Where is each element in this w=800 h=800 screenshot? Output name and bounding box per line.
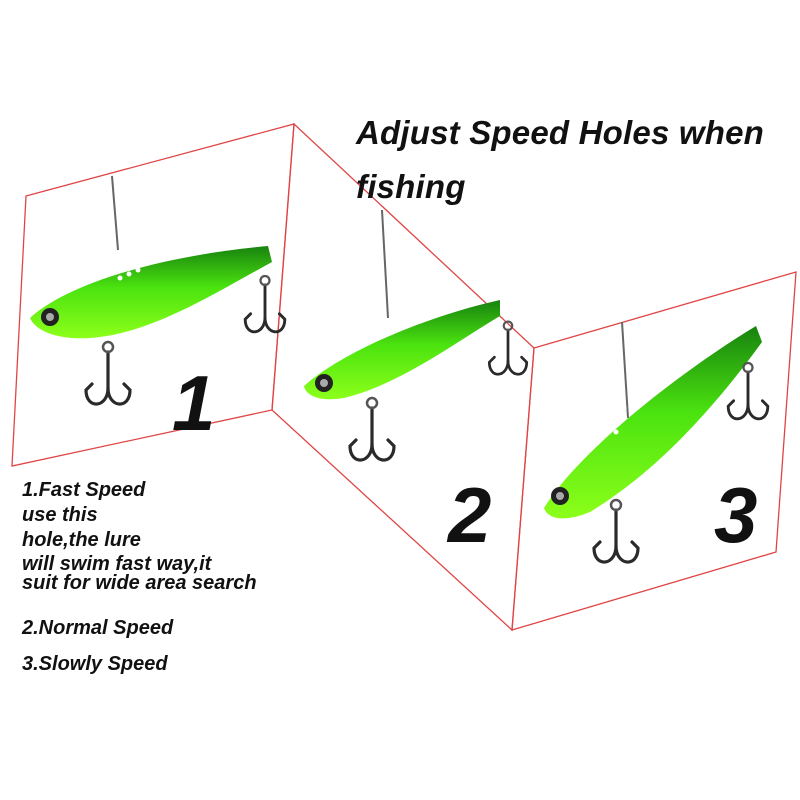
title-line-2: fishing — [356, 168, 466, 205]
panel-1-number: 1 — [172, 359, 216, 447]
slow-speed-label: 3.Slowly Speed — [22, 653, 168, 675]
fast-speed-title: 1.Fast Speed — [22, 479, 146, 501]
fast-speed-line: suit for wide area search — [22, 572, 257, 594]
lure-2-image — [304, 209, 529, 462]
fast-speed-line: use this — [22, 504, 98, 526]
fast-speed-line: hole,the lure — [22, 529, 141, 551]
lure-3-image — [544, 321, 770, 564]
panel-2-number: 2 — [448, 471, 492, 559]
panel-3-number: 3 — [714, 471, 758, 559]
normal-speed-label: 2.Normal Speed — [22, 617, 174, 639]
panel-3-frame — [511, 271, 797, 631]
title-line-1: Adjust Speed Holes when — [356, 114, 764, 151]
lure-1-image — [30, 175, 287, 406]
fast-speed-line: will swim fast way,it — [22, 553, 212, 575]
